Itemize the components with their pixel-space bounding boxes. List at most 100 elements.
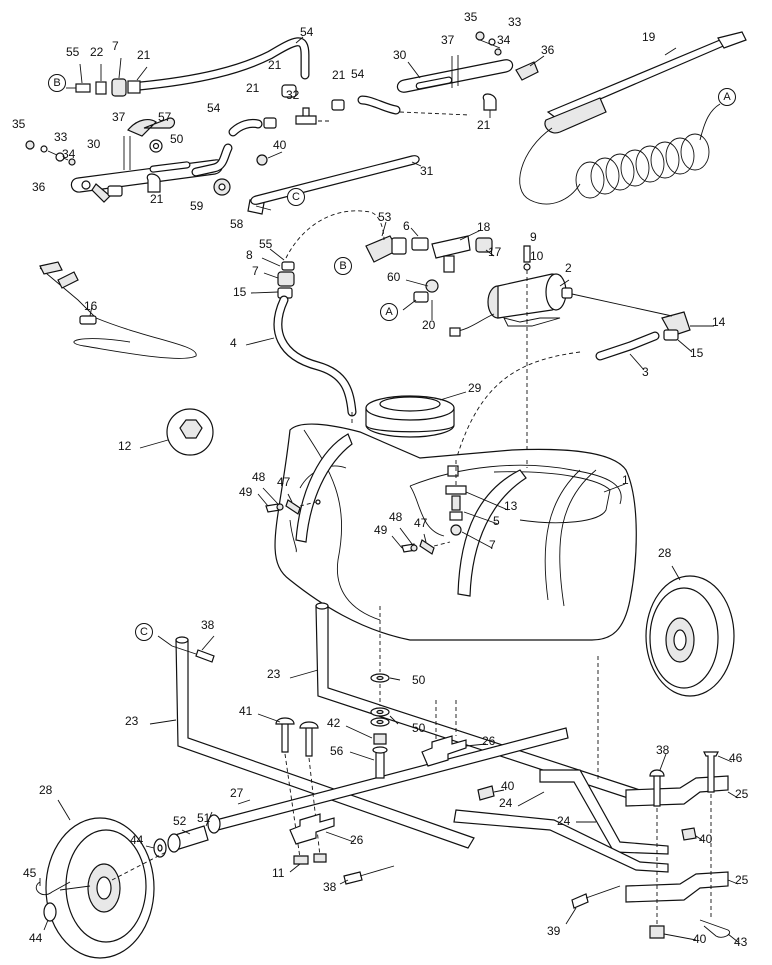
part-number-label: 14 xyxy=(712,315,726,329)
part-number-label: 54 xyxy=(207,101,221,115)
part-number-label: 51 xyxy=(197,811,211,825)
nozzle-22 xyxy=(95,81,107,95)
part-number-label: 6 xyxy=(403,219,410,233)
part-number-label: 35 xyxy=(464,10,478,24)
part-number-label: 9 xyxy=(530,230,537,244)
part-number-label: 35 xyxy=(12,117,26,131)
part-number-label: 11 xyxy=(272,866,285,880)
part-number-label: 23 xyxy=(267,667,281,681)
part-number-label: 44 xyxy=(130,833,144,847)
part-number-label: 58 xyxy=(230,217,244,231)
hitch-plate-25-lower xyxy=(625,871,729,903)
part-number-label: 55 xyxy=(259,237,273,251)
part-number-label: 46 xyxy=(729,751,743,765)
boom-bar-31 xyxy=(250,155,420,205)
part-number-label: 7 xyxy=(489,538,496,552)
hitch-24-lower xyxy=(453,809,669,873)
part-number-label: 15 xyxy=(690,346,704,360)
part-number-label: 34 xyxy=(497,33,511,47)
spray-wand-19 xyxy=(546,39,730,119)
part-number-label: 38 xyxy=(323,880,337,894)
part-number-label: 25 xyxy=(735,787,749,801)
part-number-label: 44 xyxy=(29,931,43,945)
part-number-label: 21 xyxy=(150,192,164,206)
part-number-label: 18 xyxy=(477,220,491,234)
connection-reference-marker: C xyxy=(287,188,305,206)
part-number-label: 21 xyxy=(477,118,491,132)
part-number-label: 19 xyxy=(642,30,656,44)
boom-bracket-30-right xyxy=(396,59,514,93)
part-number-label: 57 xyxy=(158,110,172,124)
part-number-label: 34 xyxy=(62,147,76,161)
part-number-label: 60 xyxy=(387,270,401,284)
part-number-label: 23 xyxy=(125,714,139,728)
part-number-label: 52 xyxy=(173,814,187,828)
part-number-label: 59 xyxy=(190,199,204,213)
part-number-label: 13 xyxy=(504,499,518,513)
nozzle-55 xyxy=(75,83,91,93)
part-number-label: 30 xyxy=(87,137,101,151)
bracket-26-left xyxy=(289,813,335,845)
part-number-label: 5 xyxy=(493,514,500,528)
part-number-label: 1 xyxy=(622,473,629,487)
part-number-label: 40 xyxy=(699,832,713,846)
connection-reference-marker: B xyxy=(48,74,66,92)
part-number-label: 55 xyxy=(66,45,80,59)
part-number-label: 37 xyxy=(112,110,126,124)
connection-reference-marker: A xyxy=(718,88,736,106)
part-number-label: 50 xyxy=(412,721,426,735)
part-number-label: 48 xyxy=(252,470,266,484)
part-number-label: 49 xyxy=(374,523,388,537)
tee-18 xyxy=(431,235,471,259)
part-number-label: 47 xyxy=(414,516,428,530)
part-number-label: 50 xyxy=(412,673,426,687)
part-number-label: 7 xyxy=(252,264,259,278)
part-number-label: 56 xyxy=(330,744,344,758)
part-number-label: 20 xyxy=(422,318,436,332)
connection-reference-marker: B xyxy=(334,257,352,275)
part-number-label: 26 xyxy=(482,734,496,748)
part-number-label: 16 xyxy=(84,299,98,313)
part-number-label: 22 xyxy=(90,45,104,59)
hitch-plate-25-upper xyxy=(625,775,729,807)
coiled-hose xyxy=(519,127,581,205)
part-number-label: 21 xyxy=(268,58,282,72)
part-number-label: 40 xyxy=(501,779,515,793)
part-number-label: 12 xyxy=(118,439,132,453)
part-number-label: 21 xyxy=(137,48,151,62)
part-number-label: 32 xyxy=(286,88,300,102)
part-number-label: 2 xyxy=(565,261,572,275)
part-number-label: 27 xyxy=(230,786,244,800)
part-number-label: 33 xyxy=(54,130,68,144)
part-number-label: 21 xyxy=(332,68,346,82)
part-number-label: 40 xyxy=(273,138,287,152)
part-number-label: 28 xyxy=(39,783,53,797)
power-cord-16 xyxy=(39,267,197,359)
part-number-label: 48 xyxy=(389,510,403,524)
part-number-label: 40 xyxy=(693,932,707,946)
part-number-label: 21 xyxy=(246,81,260,95)
part-number-label: 8 xyxy=(246,248,253,262)
part-number-label: 36 xyxy=(32,180,46,194)
part-number-label: 30 xyxy=(393,48,407,62)
part-number-label: 10 xyxy=(530,249,544,263)
part-number-label: 54 xyxy=(300,25,314,39)
hitch-24-upper xyxy=(539,769,669,855)
part-number-label: 24 xyxy=(499,796,513,810)
clamp-21 xyxy=(127,80,141,94)
part-number-label: 25 xyxy=(735,873,749,887)
wing-nut-57 xyxy=(127,117,176,137)
part-number-label: 3 xyxy=(642,365,649,379)
part-number-label: 38 xyxy=(656,743,670,757)
part-number-label: 29 xyxy=(468,381,482,395)
nozzle-36-left xyxy=(91,183,111,203)
part-number-label: 50 xyxy=(170,132,184,146)
part-number-label: 54 xyxy=(351,67,365,81)
part-number-label: 42 xyxy=(327,716,341,730)
part-number-label: 39 xyxy=(547,924,561,938)
part-number-label: 7 xyxy=(112,39,119,53)
part-number-label: 43 xyxy=(734,935,748,949)
connection-reference-marker: A xyxy=(380,303,398,321)
